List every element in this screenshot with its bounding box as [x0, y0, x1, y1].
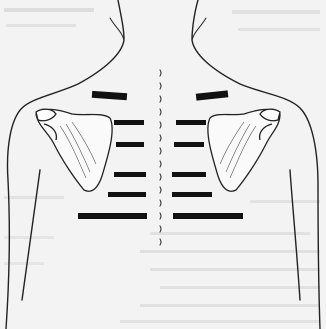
- bar-right-5: [172, 192, 212, 197]
- vertebra: [160, 83, 161, 89]
- torso-outline: [6, 0, 320, 329]
- vertebra: [160, 239, 161, 245]
- bar-right-4: [172, 172, 206, 177]
- vertebra: [160, 122, 161, 128]
- bleed-through-texture: [4, 8, 320, 323]
- vertebra: [160, 96, 161, 102]
- vertebra: [160, 174, 161, 180]
- bar-left-4: [114, 172, 146, 177]
- vertebra: [160, 213, 161, 219]
- right-body-contour: [192, 0, 320, 329]
- bar-left-5: [108, 192, 146, 197]
- vertebra: [160, 161, 161, 167]
- left-arm-crease: [22, 170, 40, 300]
- bar-left-1: [92, 91, 127, 100]
- spine: [160, 70, 161, 245]
- bar-left-3: [116, 142, 144, 147]
- vertebra: [160, 70, 161, 76]
- left-scapula: [36, 109, 112, 191]
- vertebra: [160, 109, 161, 115]
- bar-right-1: [196, 90, 229, 100]
- bar-left-2: [114, 120, 144, 125]
- vertebra: [160, 148, 161, 154]
- bar-right-6: [173, 213, 243, 219]
- vertebra: [160, 226, 161, 232]
- bar-right-3: [174, 142, 204, 147]
- vertebra: [160, 135, 161, 141]
- bar-right-2: [176, 120, 206, 125]
- vertebra: [160, 187, 161, 193]
- bar-left-6: [78, 213, 147, 219]
- right-scapula: [208, 109, 280, 191]
- neck-crease-right: [192, 18, 206, 40]
- vertebra: [160, 200, 161, 206]
